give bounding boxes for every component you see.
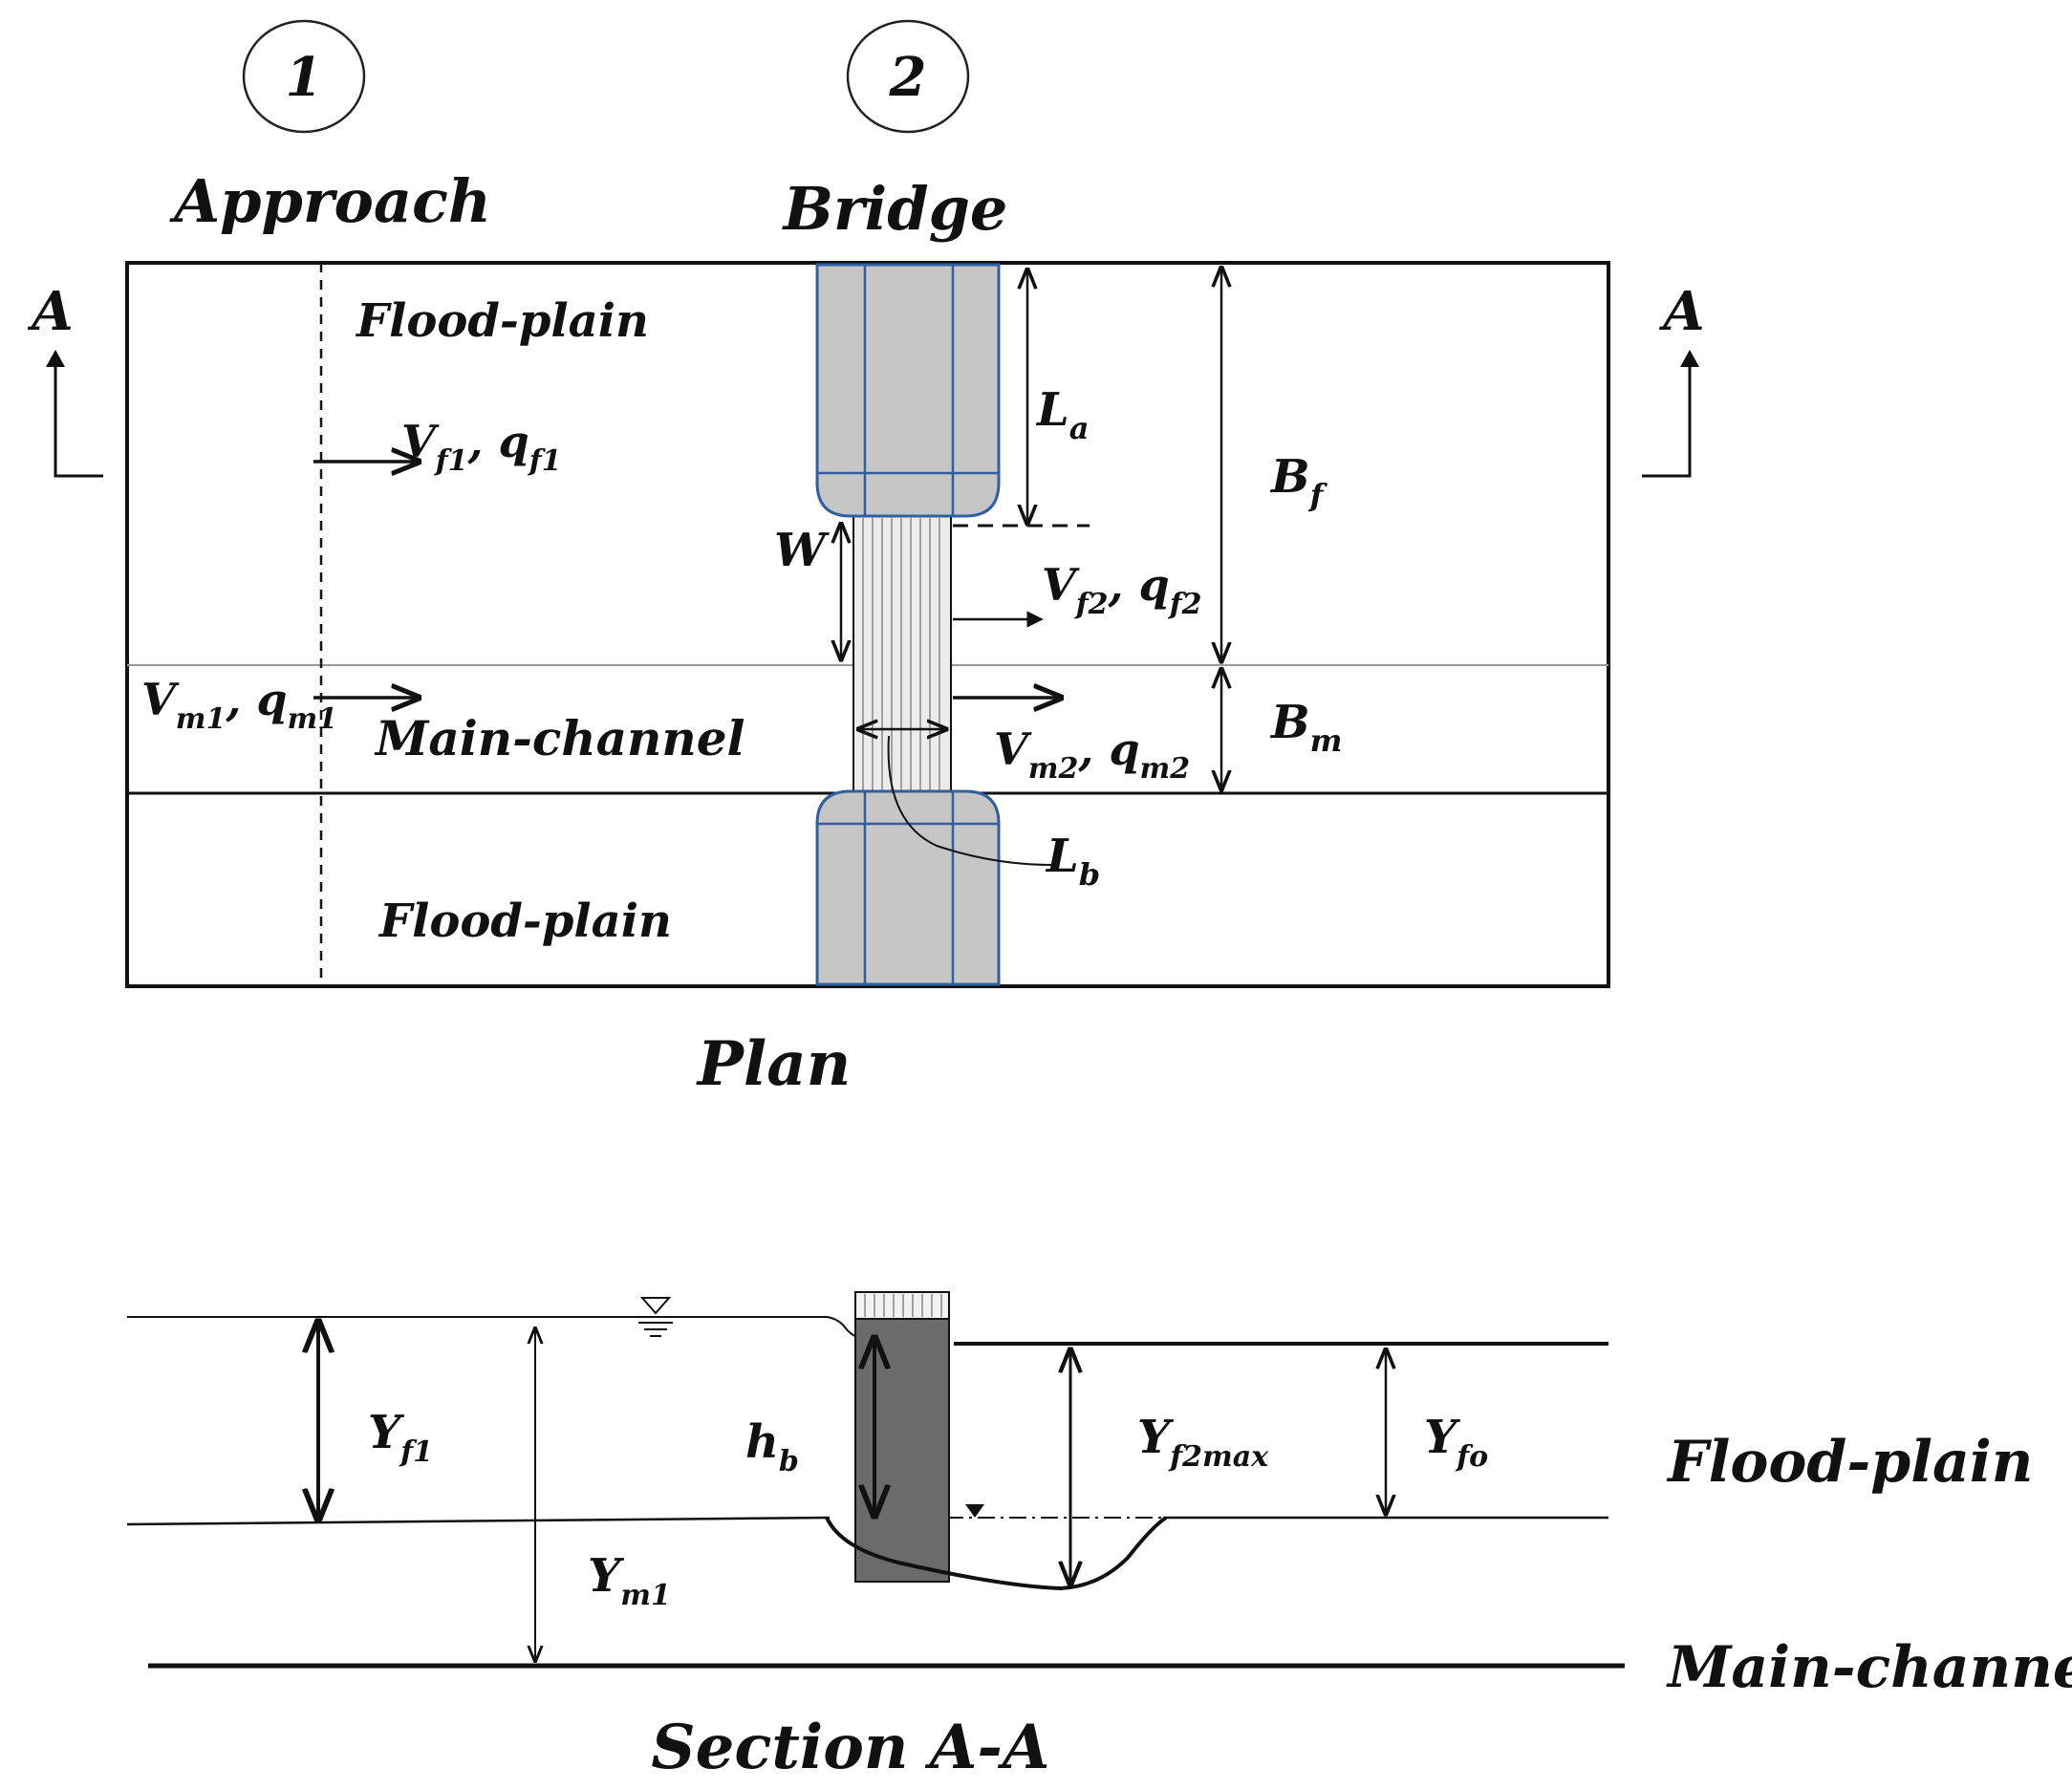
abutment-section-deck (854, 1291, 950, 1320)
section-2-circle (846, 19, 970, 134)
section-marker-right: A (1658, 280, 1704, 343)
w-label: W (774, 524, 830, 577)
section-marker-left: A (27, 280, 73, 343)
vf2-label: Vf2, qf2 (1042, 559, 1201, 621)
lb-label: Lb (1045, 830, 1100, 893)
bm-label: Bm (1269, 696, 1342, 759)
bf-label: Bf (1269, 450, 1328, 513)
ym1-label: Ym1 (588, 1549, 671, 1612)
section-title: Section A-A (651, 1712, 1049, 1783)
la-label: La (1035, 383, 1089, 446)
plan-outline (125, 261, 1610, 988)
section-2-number: 2 (889, 46, 927, 109)
main-channel-label: Main-channel (374, 710, 745, 766)
vm2-label: Vm2, qm2 (994, 723, 1190, 786)
vf1-label: Vf1, qf1 (401, 416, 561, 478)
deck-hatching (864, 1294, 942, 1317)
section-1-number: 1 (286, 46, 323, 109)
scour-hole-profile (825, 1516, 1168, 1591)
section-arrow-right (1642, 350, 1699, 478)
abutment-section-body (854, 1318, 950, 1583)
lower-abutment (815, 789, 1001, 986)
floodplain-bed-upstream (126, 1516, 831, 1526)
vm1-label: Vm1, qm1 (141, 674, 337, 736)
bridge-deck (853, 515, 952, 794)
bridge-label: Bridge (782, 174, 1008, 244)
section-floodplain-label: Flood-plain (1666, 1429, 2033, 1496)
upstream-water-surface (127, 1316, 871, 1341)
water-level-symbol (638, 1297, 673, 1337)
hb-label: hb (745, 1415, 799, 1478)
yfo-label: Yfo (1424, 1411, 1488, 1474)
plan-title: Plan (696, 1028, 851, 1100)
bed-level-marker (965, 1504, 984, 1518)
section-arrow-left (46, 350, 103, 478)
section-main-channel-label: Main-channel (1666, 1634, 2072, 1701)
section-1-circle (242, 19, 366, 134)
bridge-deck-hatching (862, 518, 940, 791)
yf2max-label: Yf2max (1137, 1411, 1269, 1474)
floodplain-upper-label: Flood-plain (355, 294, 649, 348)
section-view: Yf1 Ym1 hb Yf2max Yfo Flood-plain Main-c… (126, 1291, 2072, 1701)
upper-abutment (815, 263, 1001, 518)
floodplain-lower-label: Flood-plain (378, 895, 672, 948)
plan-view: Flood-plain Main-channel Flood-plain Vf1… (125, 261, 1610, 988)
approach-label: Approach (169, 166, 491, 236)
lb-leader (887, 735, 1052, 866)
yf1-label: Yf1 (368, 1406, 433, 1469)
